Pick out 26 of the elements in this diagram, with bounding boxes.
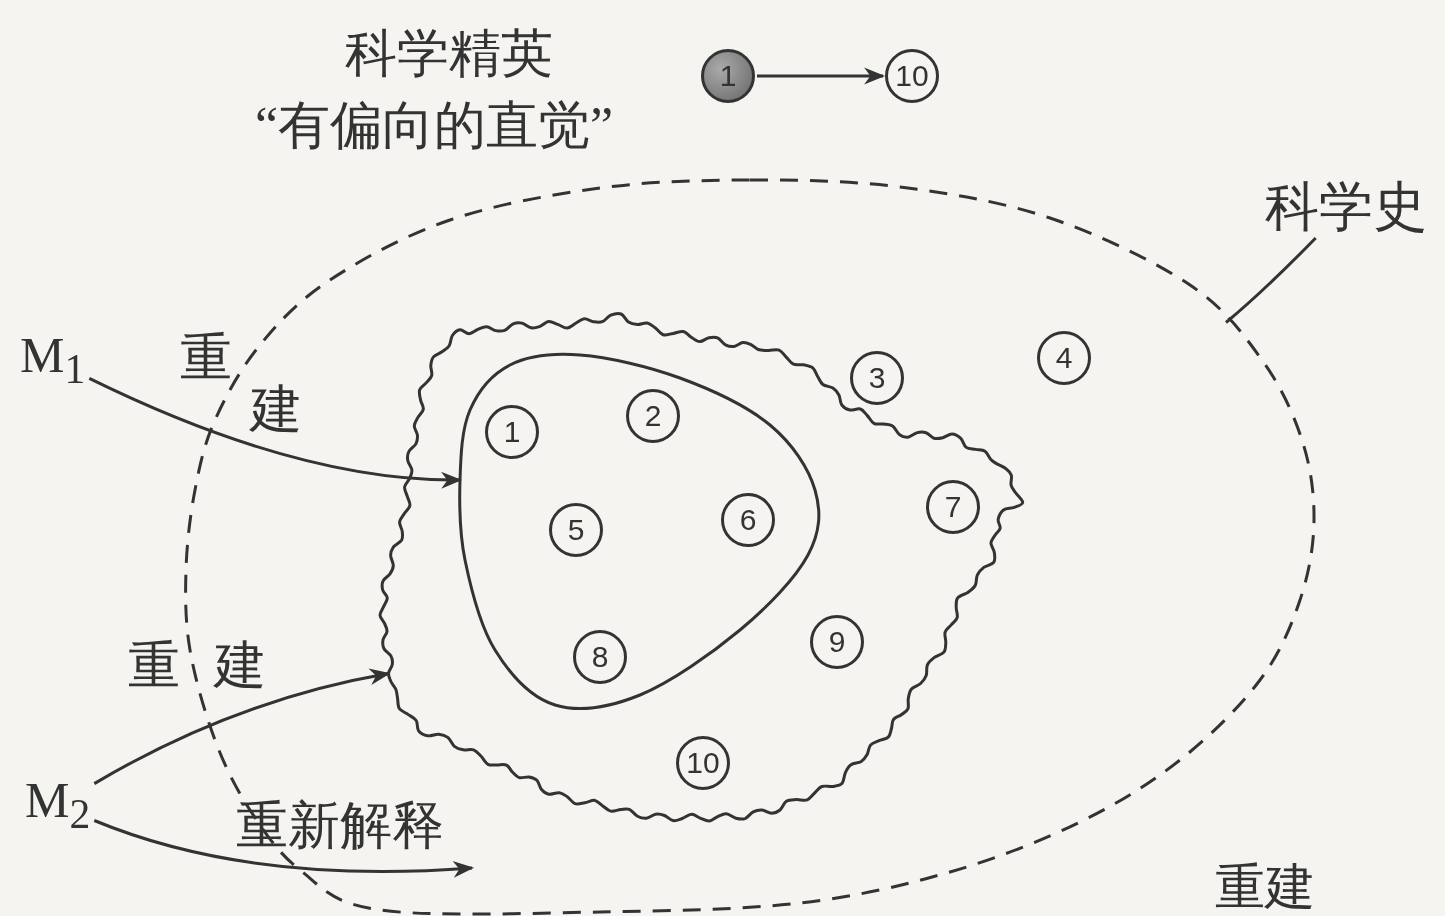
caption-text: “有偏向的直觉” xyxy=(255,100,614,152)
region-label: 重建 xyxy=(1215,862,1315,912)
caption-text: 科学精英 xyxy=(345,28,553,80)
edge-label: 重建 xyxy=(128,640,300,692)
numbered-circle: 3 xyxy=(850,351,904,405)
numbered-circle: 6 xyxy=(721,493,775,547)
numbered-circle: 7 xyxy=(926,480,980,534)
leader-line xyxy=(1225,236,1317,324)
region-label: 科学史 xyxy=(1265,180,1427,234)
arrow xyxy=(88,377,463,489)
numbered-circle: 9 xyxy=(810,615,864,669)
edge-label: 重建 xyxy=(180,332,322,436)
numbered-circle: 8 xyxy=(573,630,627,684)
numbered-circle: 1 xyxy=(701,49,755,103)
numbered-circle: 5 xyxy=(549,503,603,557)
model-label: M$_{1}$ xyxy=(20,330,86,391)
model-label: M$_{2}$ xyxy=(25,775,91,836)
numbered-circle: 2 xyxy=(626,389,680,443)
numbered-circle: 10 xyxy=(885,49,939,103)
numbered-circle: 1 xyxy=(485,405,539,459)
arrow xyxy=(93,668,391,785)
numbered-circle: 4 xyxy=(1037,331,1091,385)
numbered-circle: 10 xyxy=(676,736,730,790)
arrow xyxy=(757,67,886,85)
arrow xyxy=(93,819,475,878)
edge-label: 重新解释 xyxy=(236,800,444,852)
